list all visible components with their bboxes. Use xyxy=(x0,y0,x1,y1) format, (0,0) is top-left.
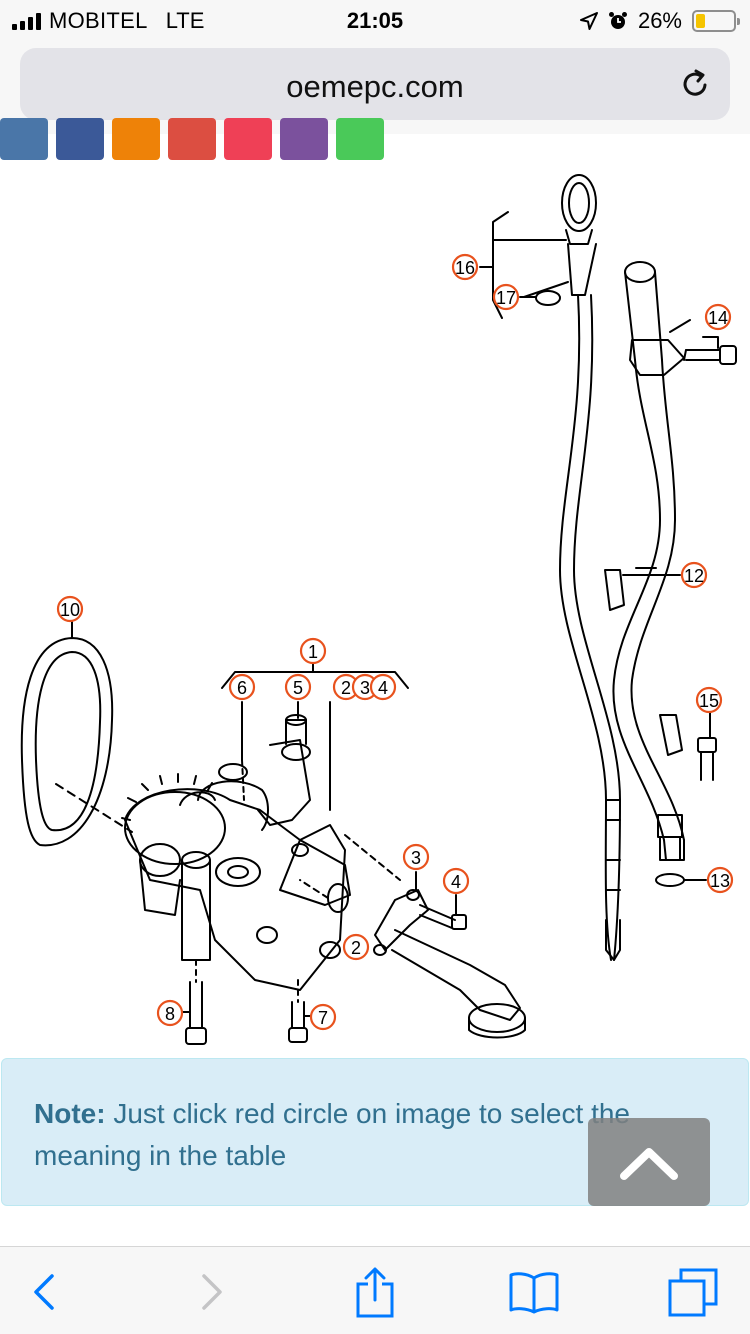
callout-1[interactable]: 1 xyxy=(299,637,327,665)
callout-circle[interactable] xyxy=(369,673,397,701)
callout-10[interactable]: 10 xyxy=(56,595,84,623)
callout-label: 1 xyxy=(308,642,318,662)
browser-toolbar xyxy=(0,1246,750,1334)
callout-12[interactable]: 12 xyxy=(680,561,708,589)
callout-label: 2 xyxy=(341,678,351,698)
callout-circle[interactable] xyxy=(156,999,184,1027)
bookmarks-button[interactable] xyxy=(504,1265,564,1319)
callout-14[interactable]: 14 xyxy=(704,303,732,331)
scroll-to-top-button[interactable] xyxy=(588,1118,710,1206)
status-left: MOBITEL LTE xyxy=(12,8,204,34)
callout-label: 3 xyxy=(360,678,370,698)
callout-7[interactable]: 7 xyxy=(309,1003,337,1031)
share-odnoklassniki-button[interactable] xyxy=(112,118,160,160)
location-arrow-icon xyxy=(579,12,598,30)
callout-3[interactable]: 3 xyxy=(402,843,430,871)
share-button[interactable] xyxy=(345,1265,405,1319)
callout-8[interactable]: 8 xyxy=(156,999,184,1027)
address-bar[interactable]: oemepc.com xyxy=(20,48,730,120)
battery-level xyxy=(696,14,706,28)
callout-2[interactable]: 2 xyxy=(332,673,360,701)
network-type: LTE xyxy=(165,8,205,33)
callout-label: 6 xyxy=(237,678,247,698)
note-message: Just click red circle on image to select… xyxy=(34,1098,630,1171)
callout-circle[interactable] xyxy=(299,637,327,665)
callout-6[interactable]: 6 xyxy=(228,673,256,701)
callout-circle[interactable] xyxy=(56,595,84,623)
bookmarks-icon xyxy=(509,1272,559,1314)
callout-circle[interactable] xyxy=(706,866,734,894)
callout-label: 16 xyxy=(455,258,475,278)
status-right: 26% xyxy=(579,8,740,34)
status-bar: MOBITEL LTE 21:05 26% xyxy=(0,0,750,42)
share-pocket-button[interactable] xyxy=(224,118,272,160)
callout-2[interactable]: 2 xyxy=(342,933,370,961)
forward-icon xyxy=(202,1274,222,1310)
callout-label: 10 xyxy=(60,600,80,620)
reload-icon[interactable] xyxy=(680,68,712,100)
callout-label: 12 xyxy=(684,566,704,586)
callout-label: 13 xyxy=(710,871,730,891)
note-label: Note: xyxy=(34,1098,106,1129)
share-buttons xyxy=(0,118,384,160)
forward-button[interactable] xyxy=(182,1265,242,1319)
callout-label: 4 xyxy=(378,678,388,698)
callout-circle[interactable] xyxy=(342,933,370,961)
share-viber-button[interactable] xyxy=(280,118,328,160)
chevron-up-icon xyxy=(620,1148,678,1180)
callout-circle[interactable] xyxy=(284,673,312,701)
callout-label: 5 xyxy=(293,678,303,698)
callout-circle[interactable] xyxy=(695,686,723,714)
url-text[interactable]: oemepc.com xyxy=(286,69,464,104)
alarm-icon xyxy=(608,12,627,29)
callout-circle[interactable] xyxy=(704,303,732,331)
tabs-button[interactable] xyxy=(663,1265,723,1319)
callout-circle[interactable] xyxy=(442,867,470,895)
share-facebook-button[interactable] xyxy=(56,118,104,160)
callout-label: 3 xyxy=(411,848,421,868)
callout-4[interactable]: 4 xyxy=(442,867,470,895)
callout-13[interactable]: 13 xyxy=(706,866,734,894)
callout-label: 17 xyxy=(496,288,516,308)
callout-5[interactable]: 5 xyxy=(284,673,312,701)
tabs-icon xyxy=(668,1268,718,1317)
back-button[interactable] xyxy=(14,1265,74,1319)
callout-circle[interactable] xyxy=(680,561,708,589)
signal-icon xyxy=(12,12,41,30)
share-icon xyxy=(356,1267,394,1318)
share-google-plus-button[interactable] xyxy=(168,118,216,160)
back-icon xyxy=(34,1274,54,1310)
callout-label: 14 xyxy=(708,308,728,328)
callout-label: 7 xyxy=(318,1008,328,1028)
callout-circle[interactable] xyxy=(402,843,430,871)
callout-circle[interactable] xyxy=(492,283,520,311)
callout-16[interactable]: 16 xyxy=(451,253,479,281)
callout-circle[interactable] xyxy=(309,1003,337,1031)
callout-circle[interactable] xyxy=(228,673,256,701)
battery-percent: 26% xyxy=(637,8,682,33)
callout-label: 15 xyxy=(699,691,719,711)
note-text: Note: Just click red circle on image to … xyxy=(34,1093,694,1177)
carrier-name: MOBITEL xyxy=(49,8,148,33)
battery-icon xyxy=(692,10,740,32)
callout-17[interactable]: 17 xyxy=(492,283,520,311)
callout-15[interactable]: 15 xyxy=(695,686,723,714)
share-whatsapp-button[interactable] xyxy=(336,118,384,160)
callout-circle[interactable] xyxy=(451,253,479,281)
callout-label: 4 xyxy=(451,872,461,892)
status-time: 21:05 xyxy=(346,8,404,33)
callout-label: 8 xyxy=(165,1004,175,1024)
callout-4[interactable]: 4 xyxy=(369,673,397,701)
callout-label: 2 xyxy=(351,938,361,958)
share-vk-button[interactable] xyxy=(0,118,48,160)
